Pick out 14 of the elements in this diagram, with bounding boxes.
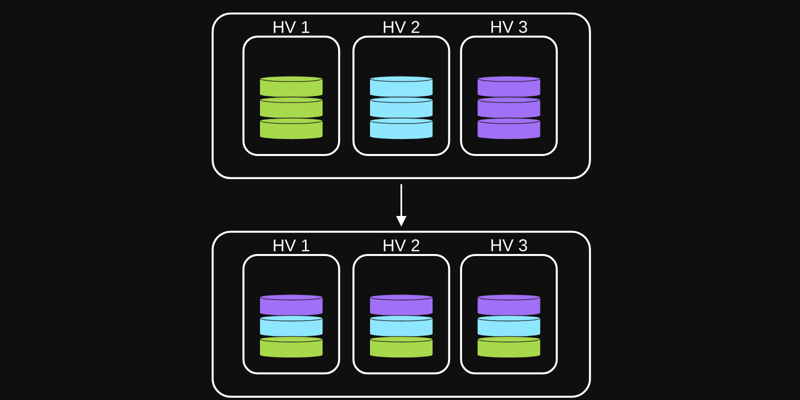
labeled-box: HV 3 [460,20,558,156]
node-label: HV 2 [384,239,420,252]
labeled-box: HV 1 [242,21,340,156]
node-label: HV 3 [491,20,528,33]
node-label: HV 1 [274,21,310,33]
labeled-box: HV 1 [242,240,340,374]
labeled-box: HV 2 [352,239,450,374]
container-box [212,230,591,398]
node-label: HV 1 [274,240,310,252]
labeled-box: HV 3 [460,239,558,374]
container-box [212,12,591,180]
labeled-box: HV 2 [352,21,450,156]
node-label: HV 3 [491,239,528,252]
node-label: HV 2 [384,21,420,33]
